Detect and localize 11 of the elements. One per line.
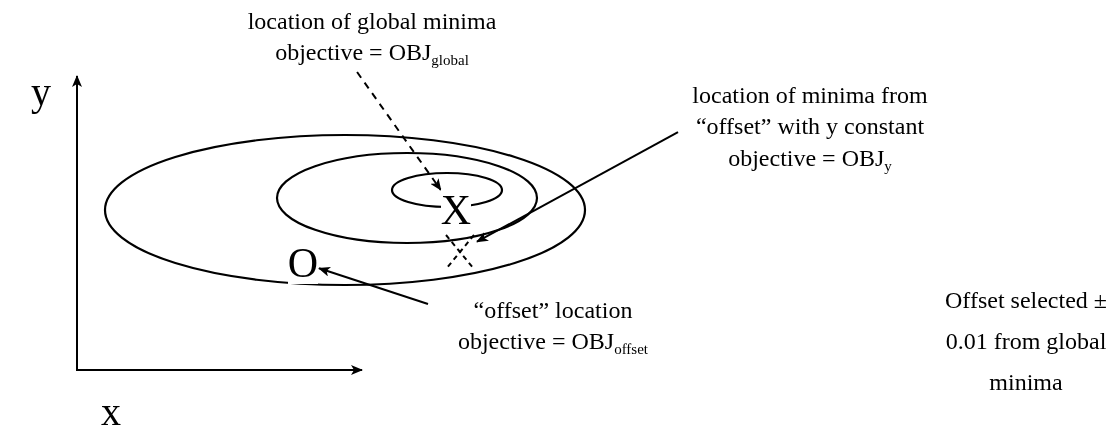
annotation-text: location of global minima	[247, 6, 497, 36]
annotation-text: objective = OBJ$_{global}$	[275, 38, 469, 69]
annotation-text: “offset” location	[473, 295, 633, 325]
axis-label: y	[30, 72, 52, 112]
axis-label: x	[100, 392, 122, 432]
arrow	[318, 266, 429, 306]
arrow	[476, 131, 679, 243]
annotation-text: objective = OBJ$_{y}$	[728, 143, 892, 174]
annotation-text: objective = OBJ$_{offset}$	[457, 327, 649, 358]
dashed-arrow	[356, 71, 442, 191]
note-text: Offset selected ± 0.01 from global minima	[945, 286, 1107, 397]
